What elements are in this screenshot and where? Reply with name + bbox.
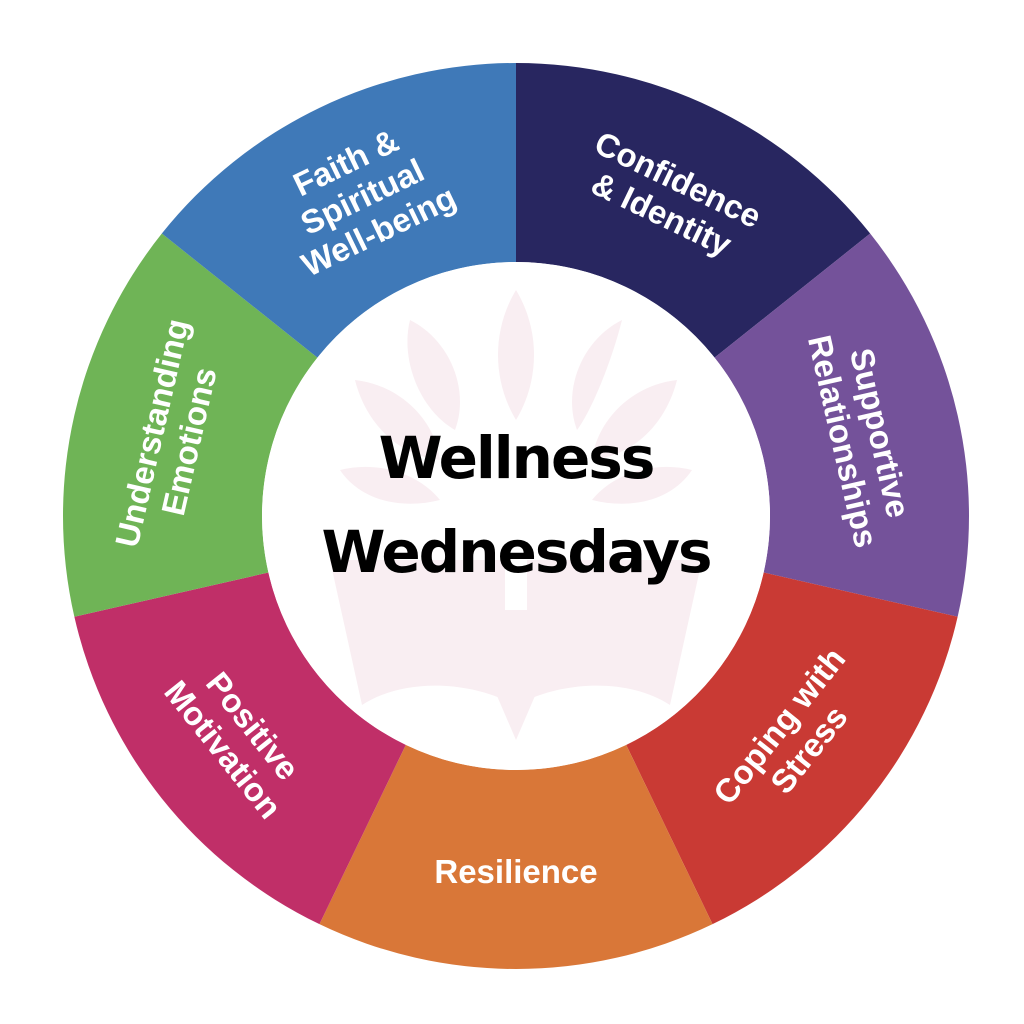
label-line: Resilience [434,853,597,890]
segment-confidence-and-identity [516,63,871,358]
segment-positive-motivation [74,572,406,925]
label-resilience: Resilience [434,853,597,890]
segment-faith-and-spiritual-well-being [161,63,517,358]
segment-understanding-emotions [62,233,318,617]
segment-resilience [319,744,713,969]
segment-coping-with-stress [626,572,958,925]
wheel-segments [62,63,970,969]
title-line-2: Wednesdays [321,518,710,586]
segment-supportive-relationships [714,233,970,617]
title-line-1: Wellness [379,424,654,492]
leaf-book-watermark-icon [330,290,702,740]
center-title: Wellness Wednesdays [321,424,712,586]
